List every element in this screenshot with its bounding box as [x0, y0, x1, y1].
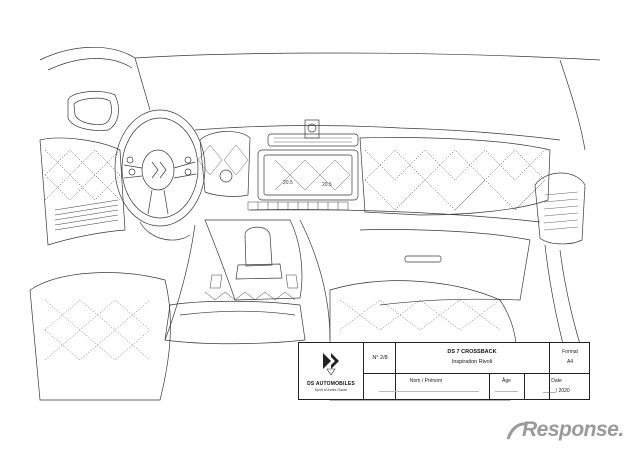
a-pillar-inner — [47, 58, 133, 71]
windshield-top-line — [134, 52, 601, 61]
button-row — [247, 201, 349, 211]
wheel-button — [126, 156, 134, 164]
windshield-line-right — [559, 59, 586, 151]
format-value: A4 — [566, 359, 574, 365]
wheel-button — [184, 168, 192, 176]
right-air-vent — [534, 172, 586, 245]
dash-clock — [307, 123, 317, 133]
name-field[interactable] — [379, 391, 479, 392]
steering-spoke-bottom — [147, 189, 169, 215]
console-zigzag — [204, 291, 296, 301]
center-console-right — [299, 219, 331, 341]
steering-spoke-right — [173, 161, 197, 179]
display-temp-left: 20.5 — [283, 180, 293, 186]
instrument-cluster — [199, 131, 251, 197]
sheet-number: N° 2/8 — [372, 355, 388, 361]
watermark-text: Response. — [522, 418, 624, 441]
door-grille — [54, 199, 119, 231]
date-value: __/__/ 2020 — [543, 388, 570, 394]
ds-logo-icon — [323, 353, 339, 376]
gear-selector-base — [235, 263, 283, 280]
glovebox-handle — [404, 255, 442, 263]
ds-logo-wheel — [151, 161, 167, 179]
steering-wheel-inner — [121, 117, 199, 219]
title-block: DS AUTOMOBILES Spirit of Avant-Garde N° … — [298, 342, 590, 400]
central-display-frame — [257, 149, 359, 201]
a-pillar — [39, 46, 151, 111]
steering-wheel-outer — [114, 109, 206, 227]
steering-column — [139, 221, 191, 241]
glovebox — [359, 229, 531, 306]
brand-name: DS AUTOMOBILES — [307, 381, 355, 387]
date-label: Date — [551, 378, 562, 384]
driver-seat-quilting — [44, 299, 151, 361]
door-quilting — [44, 149, 121, 201]
cluster-diamond-pattern — [197, 144, 249, 176]
center-console — [204, 219, 303, 301]
watermark-swoosh-icon — [506, 422, 527, 440]
display-diamond-pattern — [274, 159, 351, 191]
dash-quilting — [364, 149, 546, 211]
wheel-button — [184, 156, 192, 164]
dash-vent-top-slats — [274, 137, 352, 143]
armrest — [164, 300, 306, 345]
center-console-left — [164, 224, 196, 341]
door-panel — [39, 137, 126, 246]
inspiration-name: Inspiration Rivoli — [451, 359, 493, 365]
brand-tagline: Spirit of Avant-Garde — [314, 388, 348, 392]
passenger-seat-quilting — [339, 299, 501, 331]
response-watermark: Response. — [506, 418, 632, 444]
right-vent-slats — [543, 191, 579, 231]
gear-selector — [244, 226, 273, 267]
side-mirror — [67, 91, 119, 131]
armrest-top — [179, 310, 296, 316]
steering-spoke-left — [123, 164, 143, 179]
name-label: Nom / Prénom — [409, 378, 443, 384]
dashboard-top — [194, 125, 561, 141]
central-display-screen — [263, 154, 353, 196]
wheel-button — [128, 168, 136, 176]
dash-vent-top — [267, 133, 359, 147]
steering-hub — [141, 149, 175, 191]
dashboard-lower-edge — [249, 209, 541, 223]
dash-clock-housing — [304, 119, 320, 139]
age-field[interactable] — [495, 391, 518, 392]
driver-seat — [29, 272, 171, 401]
age-label: Âge — [502, 378, 511, 384]
display-temp-right: 20.5 — [322, 182, 332, 188]
side-mirror-inner — [73, 97, 112, 125]
format-label: Format — [562, 349, 578, 355]
console-button-row — [209, 274, 299, 289]
model-name: DS 7 CROSSBACK — [447, 349, 497, 355]
cluster-knob — [219, 169, 233, 183]
